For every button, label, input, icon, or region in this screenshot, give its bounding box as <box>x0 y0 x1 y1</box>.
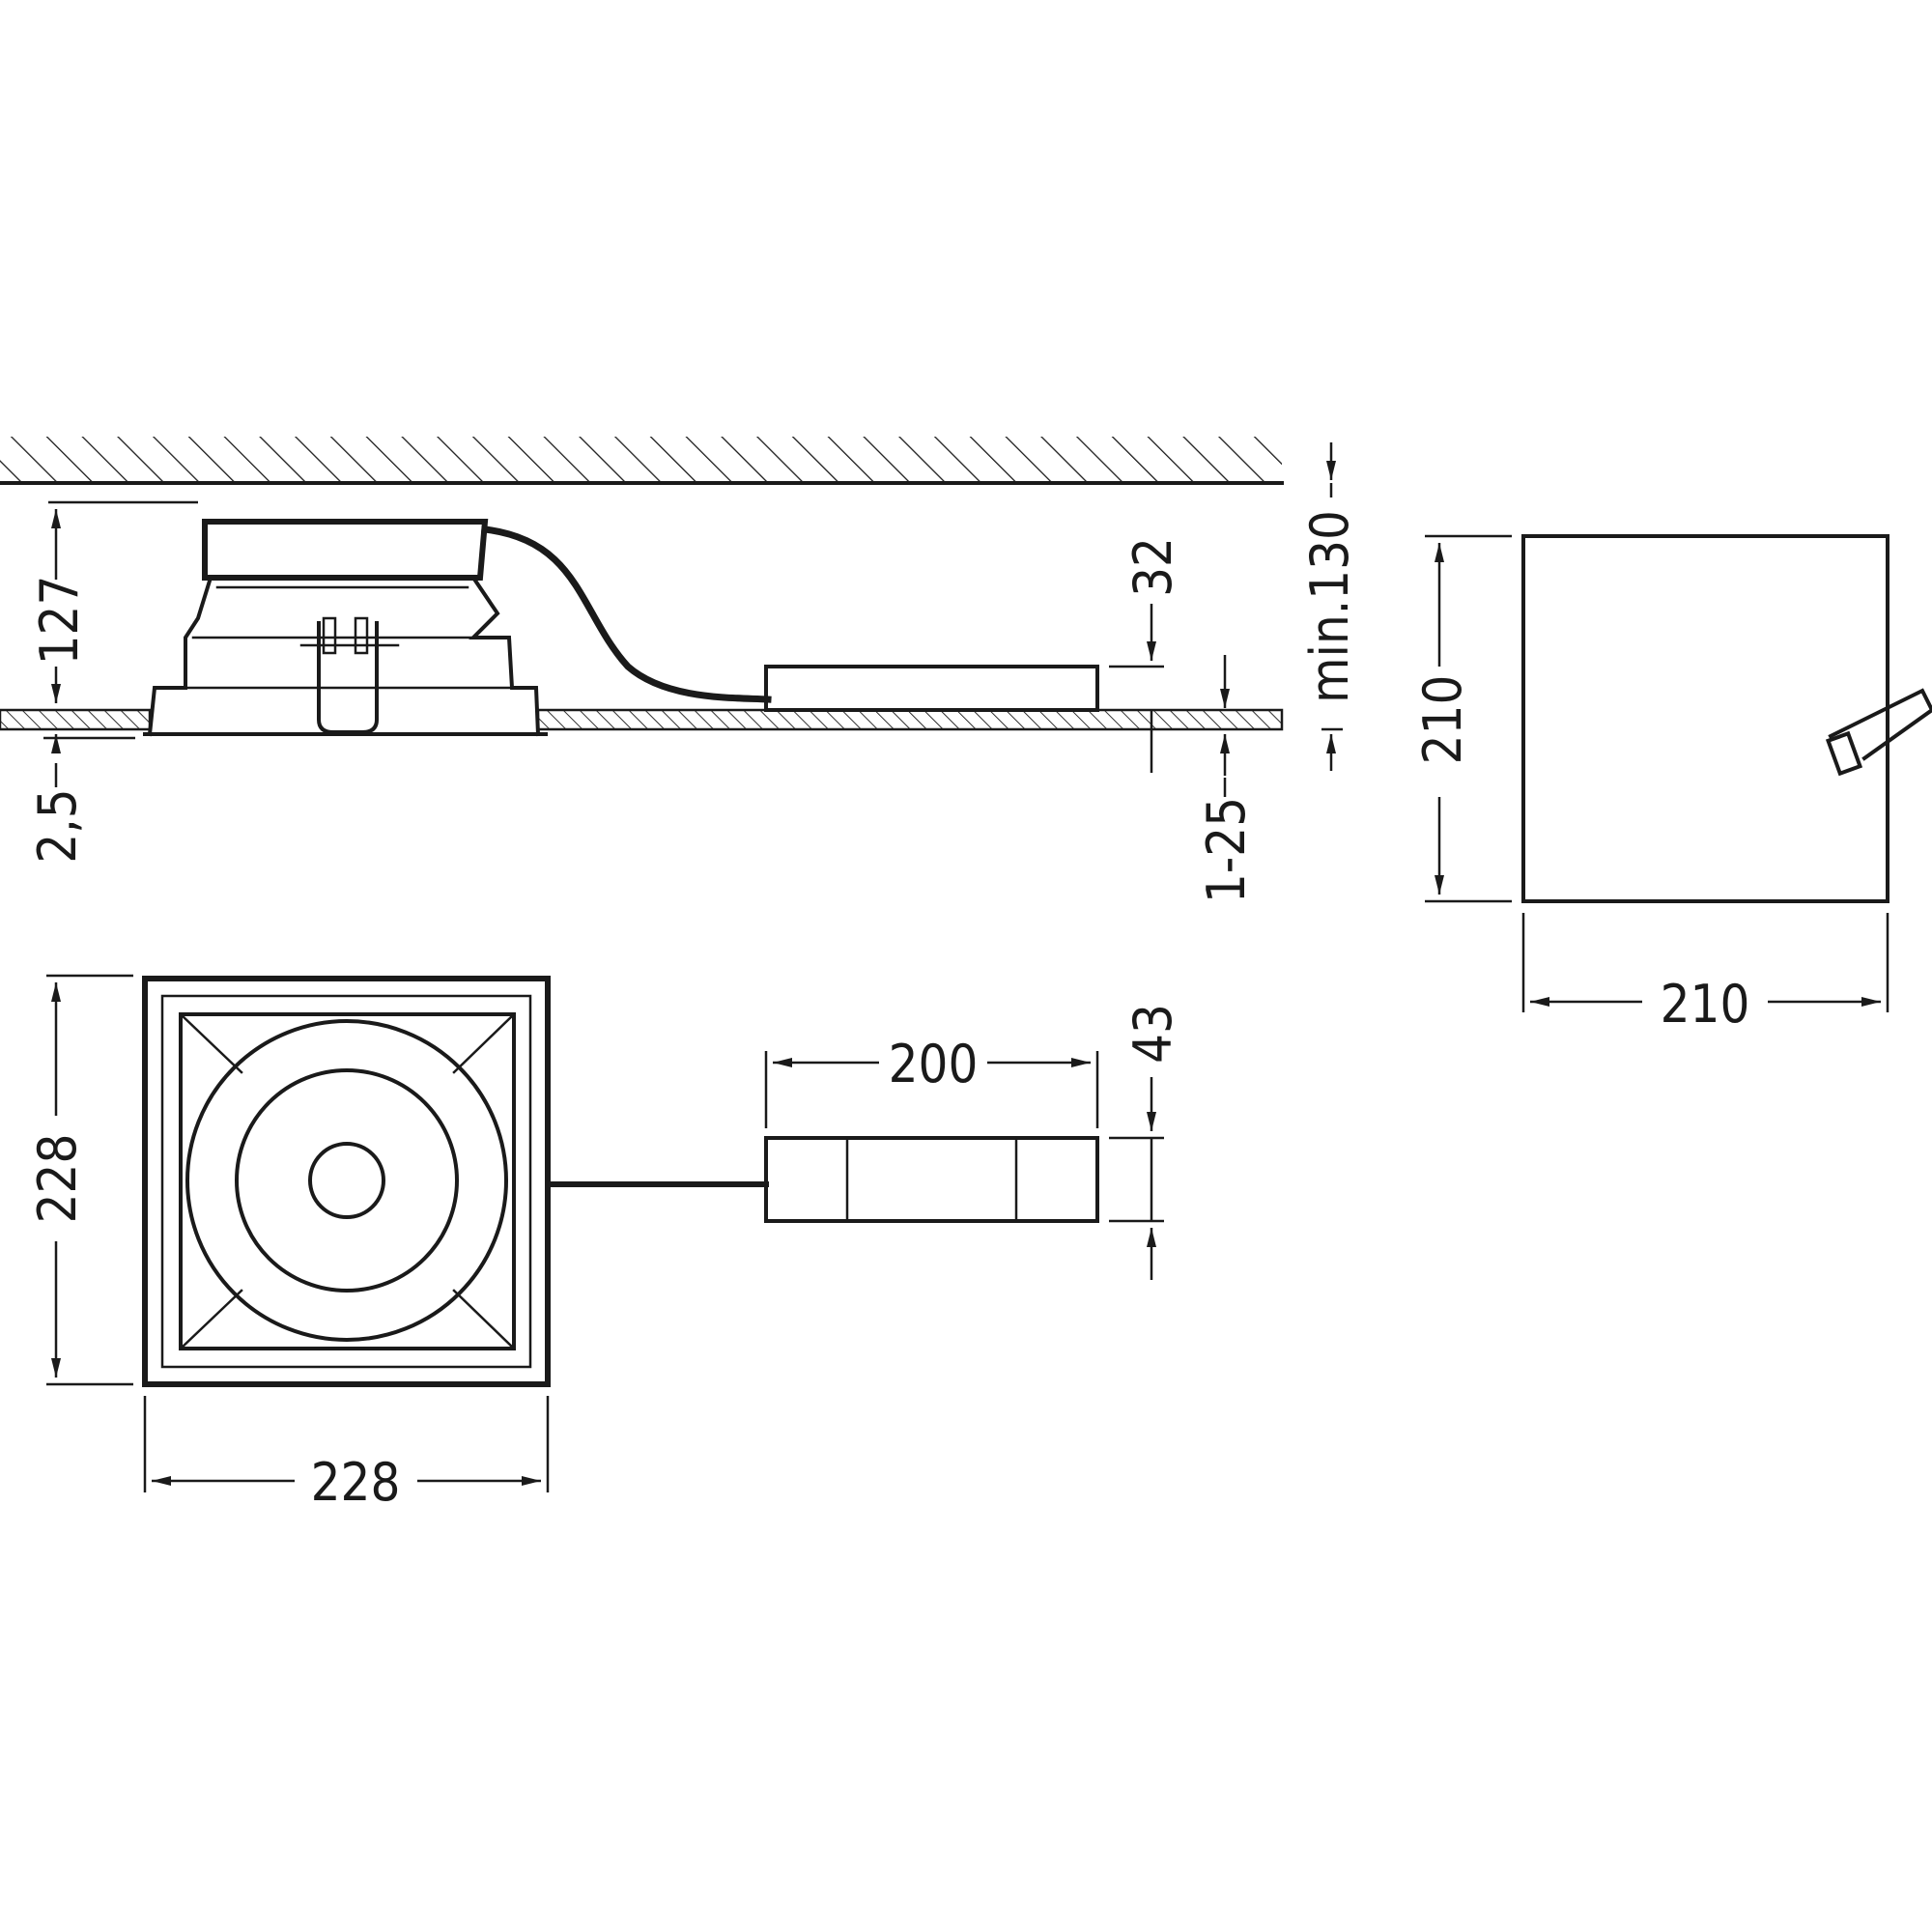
led-module <box>308 1142 385 1219</box>
dim-32-label: 32 <box>1122 537 1183 597</box>
dim-32: 32 <box>1109 537 1183 668</box>
driver-top <box>764 1136 1099 1223</box>
dim-200-label: 200 <box>889 1034 979 1094</box>
luminaire-body <box>143 519 548 737</box>
side-view: 127 2,5 32 1-25 min.1 <box>0 437 1360 903</box>
driver-side <box>764 665 1099 712</box>
dim-228-horizontal: 228 <box>143 1396 550 1513</box>
reflector-outer <box>185 1019 508 1342</box>
dim-43: 43 <box>1109 1004 1183 1280</box>
dim-127: 127 <box>29 500 198 703</box>
top-view: 228 228 200 43 <box>27 974 1183 1513</box>
cutout-square <box>1521 534 1889 903</box>
dim-210-horizontal: 210 <box>1521 913 1889 1035</box>
dim-min-130: min.130 <box>1299 442 1360 771</box>
dim-127-label: 127 <box>29 576 90 666</box>
cutout-view: 210 210 <box>1412 534 1932 1035</box>
dim-210-vertical-label: 210 <box>1412 675 1473 765</box>
dim-43-label: 43 <box>1122 1004 1183 1064</box>
dim-1-25-label: 1-25 <box>1196 797 1257 903</box>
dim-228-horizontal-label: 228 <box>311 1452 401 1513</box>
dim-210-horizontal-label: 210 <box>1661 974 1750 1035</box>
supply-cable <box>481 526 772 703</box>
reflector-inner <box>235 1068 459 1293</box>
dim-200: 200 <box>764 1034 1099 1128</box>
dim-2-5: 2,5 <box>27 734 135 864</box>
trim-inner <box>160 994 532 1369</box>
dim-min-130-label: min.130 <box>1299 510 1360 703</box>
structural-slab <box>0 437 1282 483</box>
dim-210-vertical: 210 <box>1412 534 1512 903</box>
dim-1-25: 1-25 <box>1150 655 1257 903</box>
dim-2-5-label: 2,5 <box>27 788 88 863</box>
spring-clip <box>317 621 379 734</box>
ceiling-board-right <box>536 708 1284 731</box>
dim-228-vertical-label: 228 <box>27 1134 88 1224</box>
cable-tie <box>1828 688 1932 761</box>
reflector-frame <box>179 1012 516 1350</box>
dim-228-vertical: 228 <box>27 974 133 1386</box>
ceiling-board-left <box>0 708 152 731</box>
